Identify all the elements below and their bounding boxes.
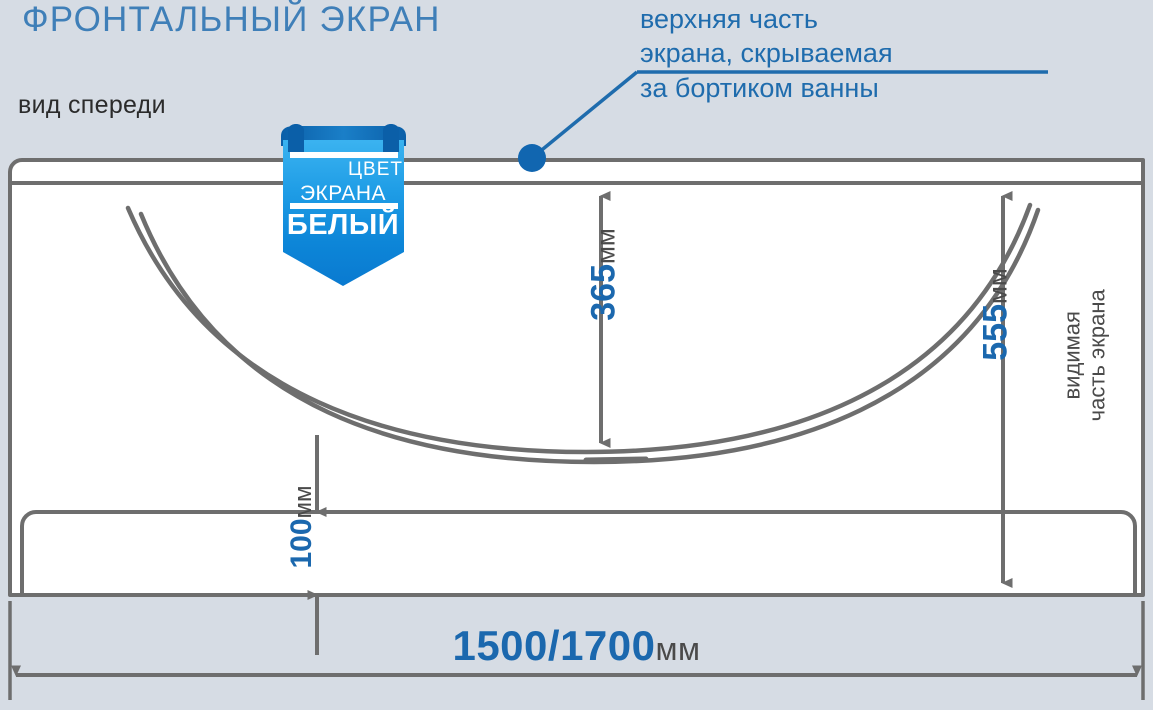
dimension-555-value: 555: [976, 304, 1015, 361]
dimension-width-value: 1500/1700: [452, 622, 656, 669]
dimension-555-unit: мм: [982, 268, 1013, 305]
dimension-365-value: 365: [584, 264, 623, 321]
callout-leader: [518, 70, 1048, 172]
visible-part-line-1: видимая: [1059, 311, 1085, 400]
ribbon-banner: [281, 124, 406, 286]
callout-text-block: верхняя часть экрана, скрываемая за борт…: [640, 2, 893, 105]
callout-line-2: экрана, скрываемая: [640, 38, 893, 69]
bath-bowl-curves: [125, 202, 1041, 465]
callout-line-3: за бортиком ванны: [640, 72, 879, 103]
plinth-rectangle: [20, 510, 1137, 597]
ribbon-line-1: ЦВЕТ: [347, 159, 403, 180]
dimension-100-unit: мм: [290, 485, 317, 519]
dimension-label-width: 1500/1700мм: [0, 622, 1153, 670]
dimension-label-100: 100мм: [285, 462, 319, 592]
ribbon-line-2: ЭКРАНА: [299, 182, 387, 205]
callout-anchor-dot: [518, 144, 546, 172]
view-subtitle: вид спереди: [18, 91, 166, 119]
dimension-100-value: 100: [285, 518, 318, 569]
dimension-label-555: 555мм: [977, 225, 1016, 405]
ribbon-line-3: БЕЛЫЙ: [286, 209, 400, 241]
dimension-label-365: 365мм: [585, 195, 624, 355]
dimension-width: [8, 601, 1145, 700]
visible-part-label: видимая часть экрана: [1060, 235, 1111, 475]
page-title: ФРОНТАЛЬНЫЙ ЭКРАН: [22, 0, 441, 39]
dimension-width-unit: мм: [655, 631, 701, 667]
dimension-365-unit: мм: [590, 228, 621, 265]
callout-line-1: верхняя часть: [640, 4, 818, 34]
visible-part-line-2: часть экрана: [1085, 289, 1110, 422]
